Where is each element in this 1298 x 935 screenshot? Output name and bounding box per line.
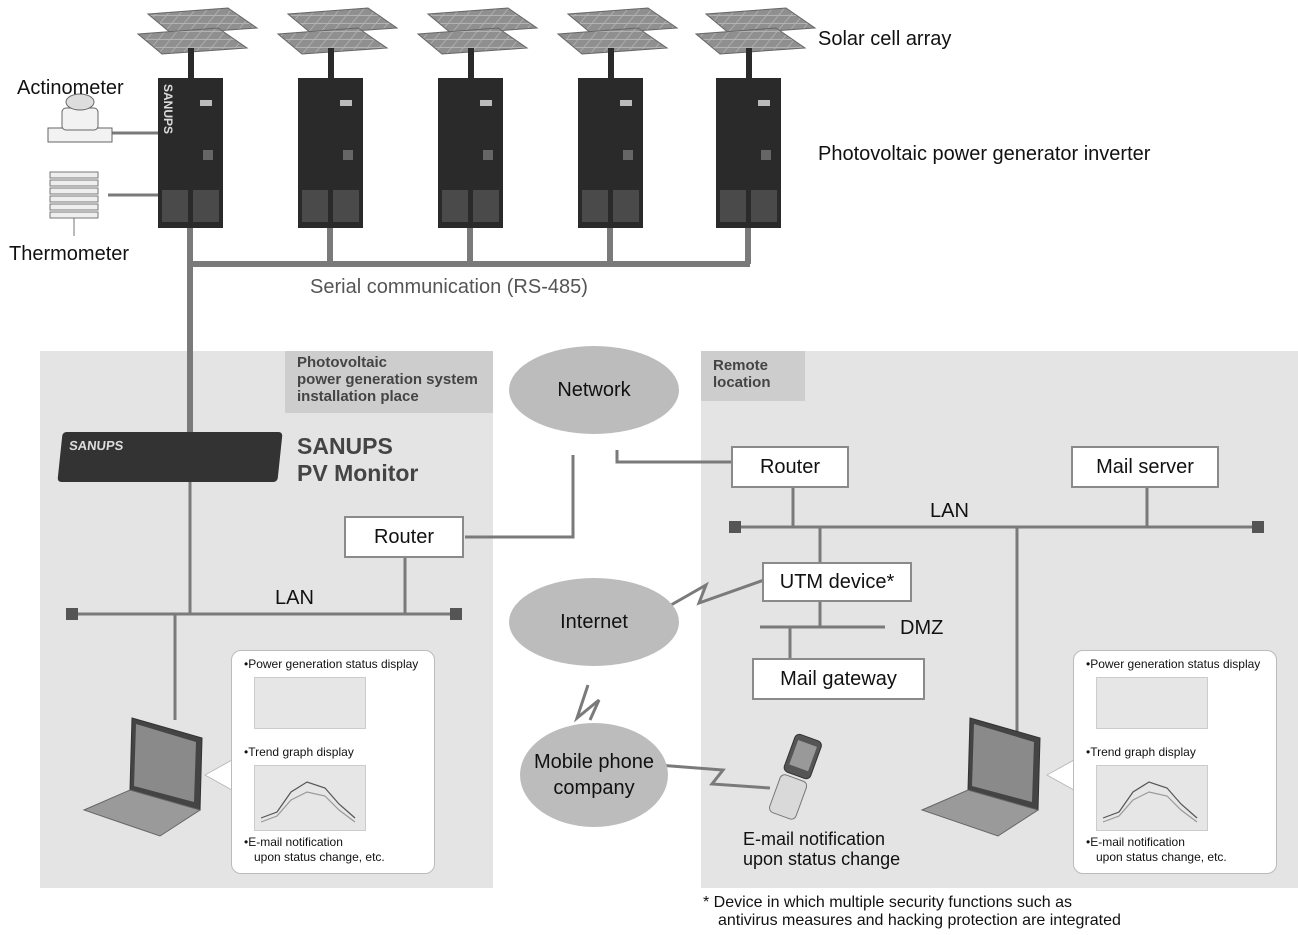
trend-graph-curve [260,781,356,823]
remote-tag-line: location [713,374,771,391]
solar-and-inverters [47,7,817,236]
solar-panel [694,7,817,55]
lan-right-label: LAN [930,500,969,522]
trend-graph-curve [1102,781,1198,823]
installation-tag-line: Photovoltaic [297,354,388,371]
utm-device-label: UTM device* [779,570,895,593]
inverter-unit [158,48,223,228]
solar-panel [136,7,259,55]
callout-item-email-line2: upon status change, etc. [254,850,385,864]
network-cloud: Network [509,346,679,434]
pv-monitor-device-brand: SANUPS [68,438,125,453]
mobile-cloud-label-line2: company [553,777,635,799]
mobile-notification-label-line2: upon status change [743,849,901,869]
mail-gateway-label: Mail gateway [780,667,897,690]
solar-panel [556,7,679,55]
status-display-thumbnail [254,677,366,729]
callout-item-trend: •Trend graph display [1086,745,1196,759]
pv-monitor-brand: SANUPS [297,433,393,459]
footnote-line2: antivirus measures and hacking protectio… [718,912,1121,929]
mail-server-label: Mail server [1096,455,1194,478]
router-left-box: Router [344,516,464,558]
inverter-unit [716,48,781,228]
internet-cloud-label: Internet [560,611,628,633]
installation-tag-line: power generation system [297,371,478,388]
callout-item-email-line2: upon status change, etc. [1096,850,1227,864]
serial-communication-label: Serial communication (RS-485) [310,276,588,298]
actinometer-icon [47,93,113,143]
internet-cloud: Internet [509,578,679,666]
mobile-cloud-label-line1: Mobile phone [533,751,655,773]
remote-zone-tag: Remote location [701,351,805,401]
inverter-label: Photovoltaic power generator inverter [818,143,1151,165]
trend-graph-thumbnail [254,765,366,831]
mobile-phone-company-cloud: Mobile phone company [520,723,668,827]
installation-zone-tag: Photovoltaic power generation system ins… [285,351,493,413]
pv-monitor-name: PV Monitor [297,460,419,486]
thermometer-icon [49,171,99,236]
status-display-thumbnail [1096,677,1208,729]
inverter-brand-label: SANUPS [161,84,175,135]
trend-graph-thumbnail [1096,765,1208,831]
monitor-features-callout-right: •Power generation status display •Trend … [1073,650,1277,874]
router-right-label: Router [759,455,821,478]
thermometer-label: Thermometer [9,243,130,265]
inverter-unit [438,48,503,228]
callout-item-trend: •Trend graph display [244,745,354,759]
callout-item-status: •Power generation status display [244,657,419,671]
inverter-unit [298,48,363,228]
remote-tag-line: Remote [713,357,769,374]
solar-panel [276,7,399,55]
lan-left-label: LAN [275,587,314,609]
utm-device-box: UTM device* [762,562,912,602]
pv-monitor-device: SANUPS [57,432,283,482]
monitor-features-callout-left: •Power generation status display •Trend … [231,650,435,874]
mail-server-box: Mail server [1071,446,1219,488]
mail-gateway-box: Mail gateway [752,658,925,700]
callout-item-email-line1: •E-mail notification [1086,835,1185,849]
router-right-box: Router [731,446,849,488]
solar-panel [416,7,539,55]
callout-item-status: •Power generation status display [1086,657,1261,671]
installation-tag-line: installation place [297,388,419,405]
mobile-notification-label-line1: E-mail notification [743,829,886,849]
inverter-unit [578,48,643,228]
footnote-line1: * Device in which multiple security func… [703,894,1073,911]
callout-item-email-line1: •E-mail notification [244,835,343,849]
dmz-label: DMZ [900,617,944,639]
network-cloud-label: Network [557,379,631,401]
actinometer-label: Actinometer [17,77,124,99]
solar-array-label: Solar cell array [818,28,952,50]
router-left-label: Router [373,525,435,548]
